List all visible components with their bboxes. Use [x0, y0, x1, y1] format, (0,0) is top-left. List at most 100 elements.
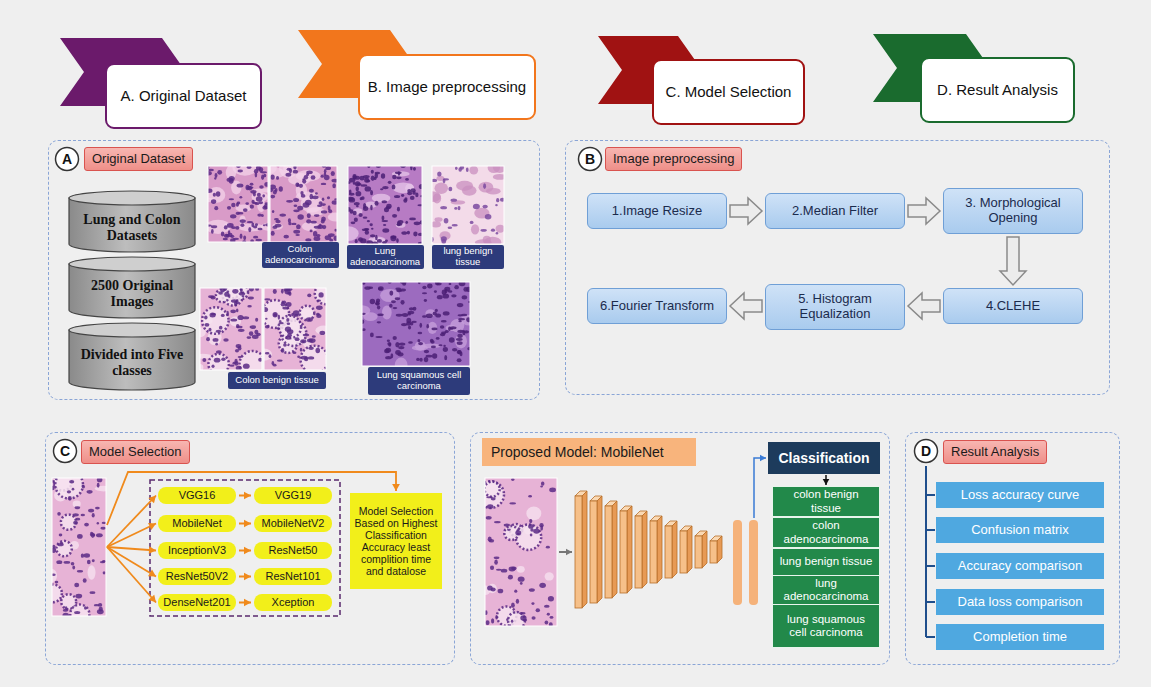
tissue-image [334, 236, 337, 241]
tissue-image [283, 235, 289, 239]
tissue-image [253, 192, 256, 196]
tissue-image [74, 506, 80, 509]
tissue-image [520, 615, 526, 620]
tissue-image [277, 359, 283, 361]
tissue-image [376, 301, 380, 306]
tissue-image [217, 170, 222, 175]
tissue-image [297, 214, 303, 219]
tissue-image [265, 325, 270, 329]
tissue-image [322, 225, 326, 229]
tissue-image [208, 189, 212, 193]
model-tag: DenseNet201 [158, 594, 236, 611]
tissue-image [367, 220, 370, 222]
tissue-image [71, 562, 75, 566]
block-arrow [908, 198, 940, 224]
cnn-illustration [710, 541, 717, 563]
process-box: 5. Histogram Equalization [765, 284, 905, 330]
tissue-image [223, 238, 228, 240]
tissue-image [52, 584, 62, 602]
cylinder-outline [69, 257, 195, 271]
tissue-image [356, 183, 361, 186]
tissue-image [486, 516, 492, 520]
tissue-image [520, 582, 523, 585]
tissue-image [377, 314, 383, 316]
tissue-image [392, 214, 397, 218]
tissue-image [328, 233, 335, 237]
tissue-image [544, 605, 550, 608]
image-caption: Colon benign tissue [228, 372, 326, 389]
tissue-image [77, 570, 83, 573]
tissue-image [445, 330, 449, 333]
image-frame [348, 166, 422, 244]
node-text: 6.Fourier Transform [600, 299, 714, 314]
cnn-illustration [642, 511, 647, 588]
tissue-image [223, 338, 228, 341]
tissue-image [368, 287, 373, 289]
tissue-image [319, 331, 325, 335]
node-text: MobileNet [172, 517, 222, 530]
block-arrow [908, 293, 940, 319]
model-tag: VGG19 [254, 487, 332, 504]
tissue-image [250, 205, 254, 209]
tissue-image [392, 185, 396, 190]
tissue-image [509, 502, 516, 504]
tissue-image [441, 320, 447, 323]
tissue-image [396, 314, 403, 317]
node-text: Accuracy comparison [958, 559, 1082, 574]
tissue-image [293, 209, 300, 212]
tissue-image [519, 612, 526, 615]
tissue-image [389, 291, 393, 296]
tissue-image [270, 174, 274, 179]
block-arrow [1000, 237, 1026, 285]
tissue-image [440, 206, 447, 209]
tissue-image [511, 603, 515, 608]
model-tag: ResNet50V2 [158, 568, 236, 585]
tissue-image [485, 478, 557, 626]
tissue-image [312, 335, 316, 337]
tissue-image [237, 315, 243, 320]
tissue-image [455, 167, 458, 170]
tissue-image [74, 583, 79, 587]
tissue-image [370, 234, 376, 237]
tissue-image [243, 208, 248, 212]
tissue-image [316, 306, 323, 310]
tissue-image [273, 312, 278, 317]
tissue-image [84, 523, 89, 527]
tissue-image [415, 341, 426, 350]
tissue-image [432, 221, 441, 227]
tissue-image [256, 333, 261, 336]
tissue-image [366, 240, 373, 244]
fan-arrow [148, 523, 156, 530]
model-tag: MobileNet [158, 515, 236, 532]
tissue-image [321, 174, 324, 177]
tissue-image [456, 181, 473, 191]
tissue-image [253, 236, 258, 239]
tissue-image [458, 320, 461, 322]
tissue-image [424, 357, 429, 362]
tissue-image [309, 189, 314, 193]
tissue-image [393, 307, 398, 309]
tissue-image [495, 615, 498, 619]
fan-arrow [107, 547, 156, 603]
tissue-image [226, 234, 229, 237]
tissue-image [315, 192, 318, 194]
node-text: Classification [778, 450, 869, 466]
tissue-image [210, 296, 215, 300]
tissue-image [490, 566, 494, 570]
tissue-image [230, 364, 235, 366]
tissue-image [408, 326, 411, 330]
tissue-image [258, 358, 262, 362]
tissue-image [458, 206, 461, 210]
tissue-image [293, 230, 300, 234]
tissue-image [200, 288, 262, 370]
database-cylinder: Divided into Five classes [68, 322, 196, 390]
cnn-illustration [575, 496, 582, 608]
node-text: Loss accuracy curve [961, 488, 1080, 503]
tissue-image [352, 174, 356, 179]
tissue-image [301, 346, 326, 370]
tissue-image [236, 299, 239, 304]
tissue-image [462, 295, 467, 299]
tissue-image [409, 218, 416, 221]
section-panel: Result AnalysisDLoss accuracy curveConfu… [905, 432, 1120, 665]
tissue-image [371, 228, 374, 230]
